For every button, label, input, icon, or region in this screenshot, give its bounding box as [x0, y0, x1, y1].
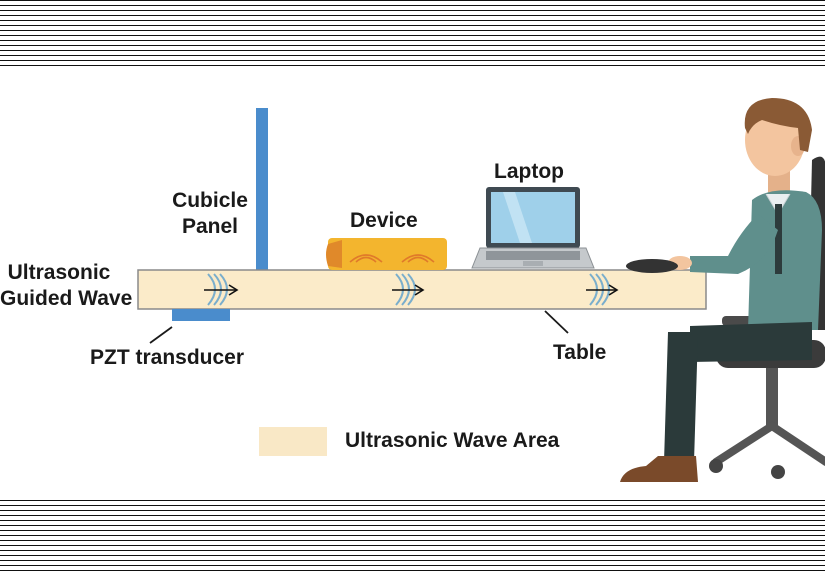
- pzt-transducer-block: [172, 309, 230, 321]
- chair-base: [712, 421, 825, 466]
- person-tie: [775, 204, 782, 274]
- wave-arc-icon: [349, 254, 383, 263]
- wave-arc-icon: [407, 256, 429, 263]
- wave-group-2: [392, 273, 425, 306]
- device-body: [328, 238, 447, 270]
- laptop-screen-glare: [503, 192, 532, 243]
- chair-stem: [766, 368, 778, 426]
- laptop-label: Laptop: [494, 160, 564, 183]
- person-icon: [620, 98, 822, 482]
- cubicle-panel-label: Cubicle Panel: [160, 188, 260, 240]
- arrow-head: [228, 284, 239, 296]
- person-thigh: [690, 322, 812, 362]
- wave-arc-icon: [355, 256, 377, 263]
- chair-wheel: [709, 459, 723, 473]
- legend-label: Ultrasonic Wave Area: [345, 429, 560, 452]
- mouse: [626, 259, 678, 273]
- wave-group-3: [586, 273, 619, 306]
- person-shin: [664, 332, 698, 462]
- top-border-stripes: [0, 0, 825, 68]
- pzt-transducer-label: PZT transducer: [90, 346, 245, 369]
- table-label: Table: [553, 341, 607, 364]
- laptop-screen: [491, 192, 575, 243]
- laptop-keyboard: [486, 251, 580, 260]
- laptop-icon: [471, 187, 595, 269]
- ultrasonic-guided-wave-line1: Ultrasonic: [7, 261, 111, 284]
- person-shoe: [620, 456, 698, 482]
- device-end-cap: [326, 240, 342, 268]
- bottom-border-stripes: [0, 500, 825, 575]
- arrow-head: [414, 284, 425, 296]
- person-arm: [690, 214, 778, 274]
- device-label: Device: [350, 209, 418, 232]
- table-leader-line: [544, 310, 569, 334]
- wave-arc-icon: [401, 254, 435, 263]
- cubicle-panel: [256, 108, 268, 270]
- legend-swatch: [259, 427, 327, 456]
- wave-group-1: [204, 273, 239, 306]
- cubicle-panel-line1: Cubicle: [172, 189, 248, 212]
- pzt-leader-line: [149, 326, 173, 344]
- arrow-head: [608, 284, 619, 296]
- ultrasonic-guided-wave-label: Ultrasonic Guided Wave: [0, 260, 133, 312]
- ultrasonic-guided-wave-line2: Guided Wave: [0, 287, 133, 310]
- cubicle-panel-line2: Panel: [181, 215, 239, 238]
- chair-wheel: [771, 465, 785, 479]
- person-hair: [744, 98, 812, 152]
- device: [326, 238, 447, 270]
- laptop-trackpad: [523, 261, 543, 266]
